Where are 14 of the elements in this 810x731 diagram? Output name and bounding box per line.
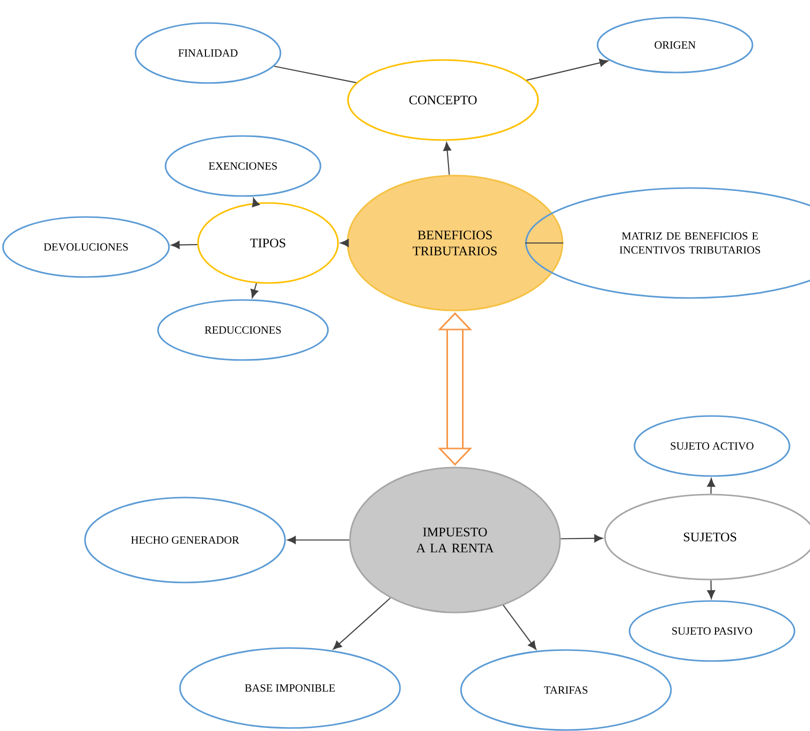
arrow — [707, 580, 716, 599]
connector-line — [525, 242, 564, 244]
arrow — [340, 239, 349, 247]
arrow — [287, 536, 350, 544]
arrow — [250, 283, 258, 298]
arrow — [707, 478, 716, 494]
connector-line — [274, 66, 356, 84]
arrow — [502, 604, 536, 650]
arrow — [332, 598, 391, 650]
arrow — [526, 58, 608, 81]
arrow — [171, 240, 198, 249]
arrow — [560, 534, 603, 542]
arrow — [443, 142, 452, 175]
arrow — [252, 198, 260, 208]
